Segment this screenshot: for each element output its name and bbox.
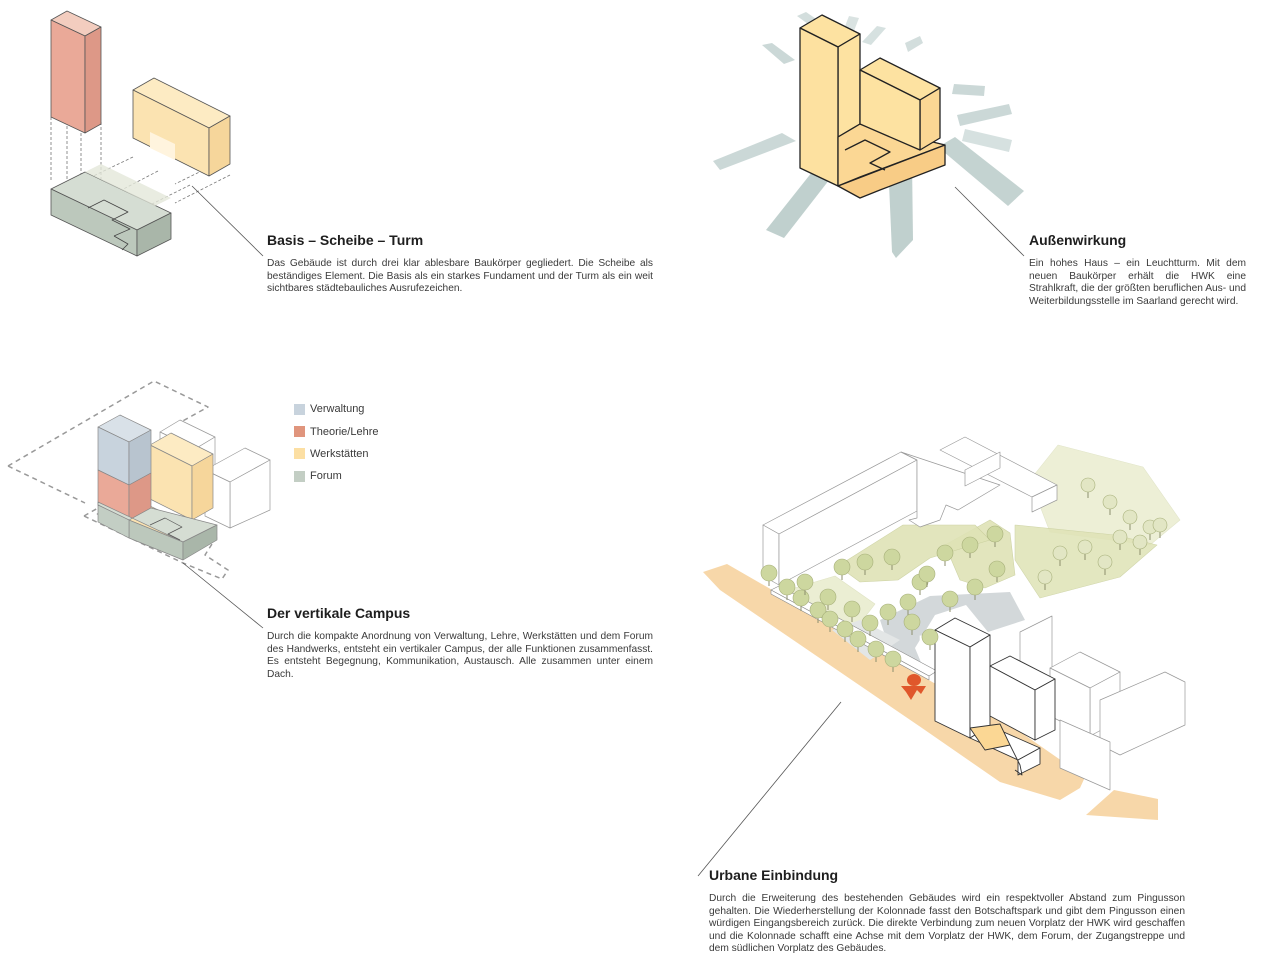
legend-swatch-forum (294, 470, 305, 482)
caption-campus: Der vertikale Campus Durch die kompakte … (267, 604, 653, 681)
diagram-aussenwirkung (713, 12, 1024, 258)
tree (1102, 494, 1118, 515)
caption-aussen: Außenwirkung Ein hohes Haus – ein Leucht… (1029, 231, 1246, 308)
section-title-aussen: Außenwirkung (1029, 232, 1127, 248)
tree (843, 600, 861, 622)
tree (861, 614, 879, 636)
legend-swatch-verwaltung (294, 403, 305, 415)
tree (1080, 477, 1096, 498)
tree (884, 650, 902, 672)
legend-swatch-werkstaetten (294, 448, 305, 460)
tree (966, 578, 984, 600)
tree (1122, 509, 1138, 530)
light-rays (713, 12, 1024, 258)
legend-item-verwaltung: Verwaltung (294, 398, 379, 420)
section-text-aussen: Ein hohes Haus – ein Leuchtturm. Mit dem… (1029, 258, 1246, 307)
legend-swatch-theorie (294, 426, 305, 438)
werkstaetten-block (149, 432, 214, 521)
red-sculpture (901, 674, 926, 700)
section-title-campus: Der vertikale Campus (267, 605, 411, 621)
tree (836, 620, 854, 642)
section-title-basis: Basis – Scheibe – Turm (267, 232, 424, 248)
tree (809, 601, 827, 623)
tree (778, 578, 796, 600)
tree (921, 628, 939, 650)
tree (796, 573, 814, 595)
tree (1037, 569, 1053, 590)
tree (819, 588, 837, 610)
tower-block (50, 10, 102, 134)
diagram-vertikaler-campus (7, 380, 271, 580)
tower-campus (97, 414, 152, 521)
section-title-urban: Urbane Einbindung (709, 867, 839, 883)
tree (879, 603, 897, 625)
forum-block (97, 501, 218, 561)
south-plaza (1086, 790, 1158, 820)
tree (856, 553, 874, 575)
legend-label: Theorie/Lehre (310, 425, 379, 438)
tree (1112, 529, 1128, 550)
tree (1152, 517, 1168, 538)
tree (849, 630, 867, 652)
new-tower-building (934, 617, 1056, 776)
tree (1132, 534, 1148, 555)
caption-urban: Urbane Einbindung Durch die Erweiterung … (709, 866, 1185, 956)
section-text-urban: Durch die Erweiterung des bestehenden Ge… (709, 893, 1185, 955)
parking-area (880, 592, 1025, 672)
section-text-campus: Durch die kompakte Anordnung von Verwalt… (267, 631, 653, 680)
legend-label: Forum (310, 470, 342, 483)
tree (1052, 545, 1068, 566)
legend-item-theorie: Theorie/Lehre (294, 420, 379, 442)
tree (821, 610, 839, 632)
diagram-urbane-einbindung: P (703, 436, 1186, 820)
legend-item-forum: Forum (294, 465, 379, 487)
tree (1077, 539, 1093, 560)
caption-basis: Basis – Scheibe – Turm Das Gebäude ist d… (267, 231, 653, 296)
tree (903, 613, 921, 635)
lighthouse-building (799, 14, 946, 199)
existing-buildings-urban (762, 436, 1186, 791)
legend-label: Verwaltung (310, 403, 365, 416)
legend: Verwaltung Theorie/Lehre Werkstätten For… (294, 398, 379, 488)
tree (867, 640, 885, 662)
leader-line-aussen (954, 186, 1025, 257)
tree (941, 590, 959, 612)
tree (988, 560, 1006, 582)
base-block (50, 164, 172, 257)
tree (961, 536, 979, 558)
trees (760, 477, 1168, 672)
diagram-basis-scheibe-turm (50, 10, 231, 257)
tree (986, 525, 1004, 547)
tree (899, 593, 917, 615)
site-outline (7, 380, 229, 580)
tree (936, 544, 954, 566)
tree (918, 565, 936, 587)
leader-line-campus (182, 562, 264, 629)
disc-block (132, 77, 231, 177)
leader-line-urban (697, 701, 842, 877)
legend-label: Werkstätten (310, 447, 369, 460)
tree (760, 564, 778, 586)
tree (883, 548, 901, 570)
tree (833, 558, 851, 580)
legend-item-werkstaetten: Werkstätten (294, 443, 379, 465)
section-text-basis: Das Gebäude ist durch drei klar ablesbar… (267, 258, 653, 295)
tree (1097, 554, 1113, 575)
leader-line-basis (191, 185, 264, 257)
